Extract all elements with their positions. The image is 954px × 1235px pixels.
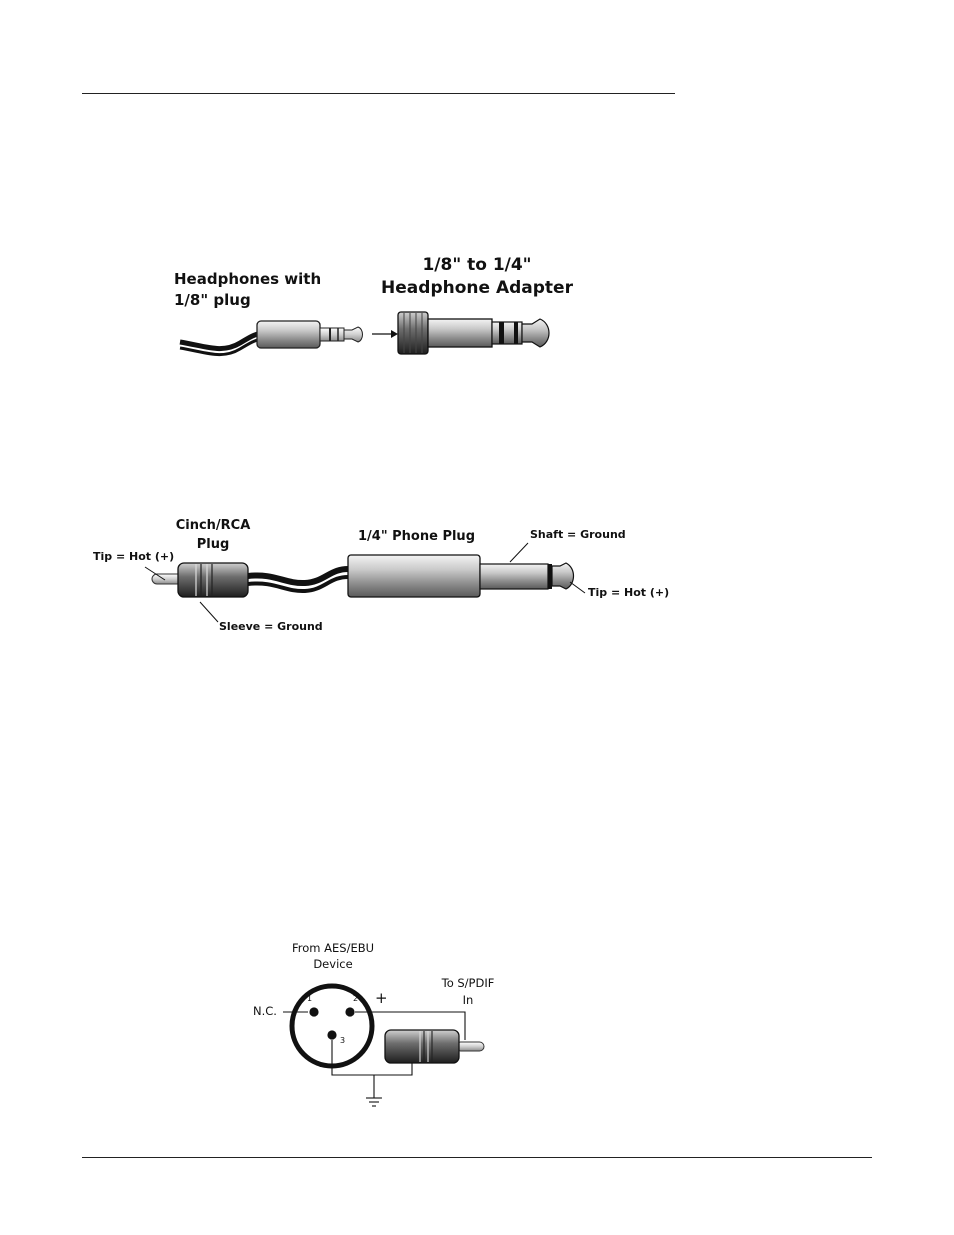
xlr-pin-3 — [327, 1030, 336, 1039]
source-label-line2: Device — [282, 958, 384, 971]
minus-sign: - — [319, 1058, 325, 1074]
xlr-pin-1 — [309, 1007, 318, 1016]
plus-sign: + — [375, 990, 388, 1007]
ground-icon — [366, 1098, 382, 1106]
nc-label: N.C. — [253, 1005, 277, 1018]
spdif-rca-plug — [385, 1030, 484, 1063]
pin-3-label: 3 — [340, 1036, 345, 1045]
source-label-line1: From AES/EBU — [282, 942, 384, 955]
dest-label-line2: In — [432, 994, 504, 1007]
xlr-pin-2 — [345, 1007, 354, 1016]
dest-label-line1: To S/PDIF — [432, 977, 504, 990]
pin-1-label: 1 — [307, 994, 312, 1003]
pin-2-label: 2 — [353, 994, 358, 1003]
